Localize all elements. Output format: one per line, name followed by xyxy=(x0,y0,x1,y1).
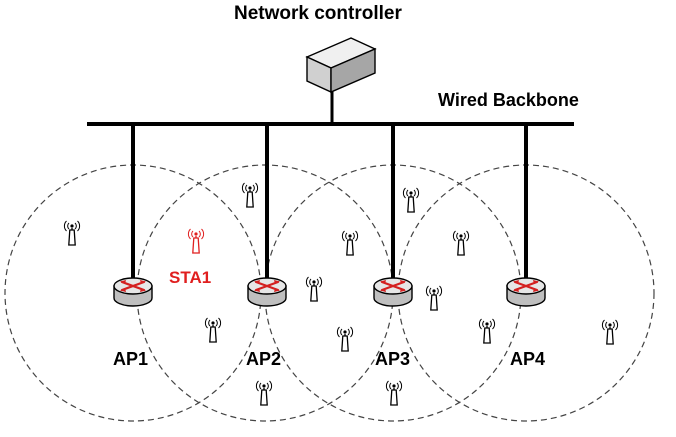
antenna-icon xyxy=(478,318,496,344)
router-icon-ap2 xyxy=(246,276,288,308)
antenna-icon xyxy=(402,187,420,213)
antenna-icon xyxy=(601,319,619,345)
server-icon xyxy=(305,37,377,94)
ap4-label: AP4 xyxy=(510,349,546,369)
network-controller-label: Network controller xyxy=(234,3,402,24)
ap2-label: AP2 xyxy=(246,349,282,369)
ap1-label: AP1 xyxy=(113,349,149,369)
antenna-icon xyxy=(204,317,222,343)
coverage-areas xyxy=(4,164,655,422)
antenna-icon xyxy=(341,230,359,256)
antenna-icon xyxy=(241,182,259,208)
router-icon-ap4 xyxy=(505,276,547,308)
antenna-icon xyxy=(425,285,443,311)
antenna-icon xyxy=(255,380,273,406)
antenna-icon xyxy=(63,220,81,246)
antenna-icon xyxy=(385,380,403,406)
antenna-icon xyxy=(336,326,354,352)
ap3-label: AP3 xyxy=(375,349,411,369)
router-icon-ap1 xyxy=(112,276,154,308)
wired-backbone xyxy=(87,88,574,284)
antenna-icon xyxy=(305,276,323,302)
router-icon-ap3 xyxy=(372,276,414,308)
sta1-label: STA1 xyxy=(169,268,212,287)
antenna-icon xyxy=(452,230,470,256)
antenna-icon-sta1 xyxy=(187,228,205,254)
wired-backbone-label: Wired Backbone xyxy=(438,90,579,110)
